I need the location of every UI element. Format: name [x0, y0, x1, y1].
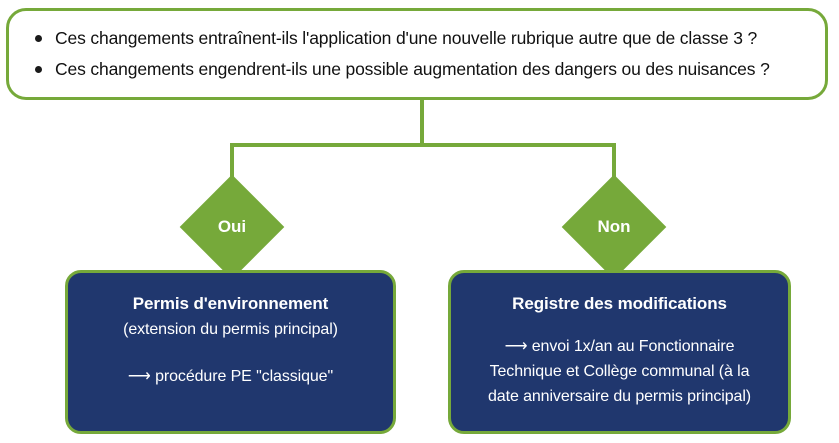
result-line-right-3: date anniversaire du permis principal)	[488, 388, 751, 405]
result-line-left-1: ⟶ procédure PE "classique"	[127, 368, 334, 385]
bullet-point-icon	[35, 35, 42, 42]
question-bullet-item-2: Ces changements engendrent-ils une possi…	[35, 57, 807, 82]
result-title-left: Permis d'environnement	[132, 294, 329, 313]
decision-diamond-non: Non	[561, 174, 667, 280]
result-box-registre-modifications: Registre des modifications ⟶ envoi 1x/an…	[448, 270, 791, 434]
result-title-right: Registre des modifications	[512, 294, 727, 313]
bullet-point-icon	[35, 66, 42, 73]
connector-drop-left	[230, 143, 234, 195]
result-spacer-right	[465, 316, 774, 334]
decision-label-non: Non	[597, 217, 631, 236]
decision-label-oui: Oui	[217, 217, 247, 236]
connector-stem-vertical	[420, 100, 424, 147]
question-text-2: Ces changements engendrent-ils une possi…	[55, 59, 770, 79]
connector-horizontal-bus	[230, 143, 616, 147]
result-subtitle-left: (extension du permis principal)	[123, 321, 338, 338]
question-text-1: Ces changements entraînent-ils l'applica…	[55, 28, 758, 48]
question-box: Ces changements entraînent-ils l'applica…	[6, 8, 828, 100]
decision-diamond-oui: Oui	[179, 174, 285, 280]
question-bullet-item-1: Ces changements entraînent-ils l'applica…	[35, 26, 807, 51]
result-line-right-2: Technique et Collège communal (à la	[489, 363, 750, 380]
result-line-right-1: ⟶ envoi 1x/an au Fonctionnaire	[504, 338, 735, 355]
result-box-permis-environnement: Permis d'environnement (extension du per…	[65, 270, 396, 434]
result-spacer-left	[82, 342, 379, 364]
connector-drop-right	[612, 143, 616, 195]
